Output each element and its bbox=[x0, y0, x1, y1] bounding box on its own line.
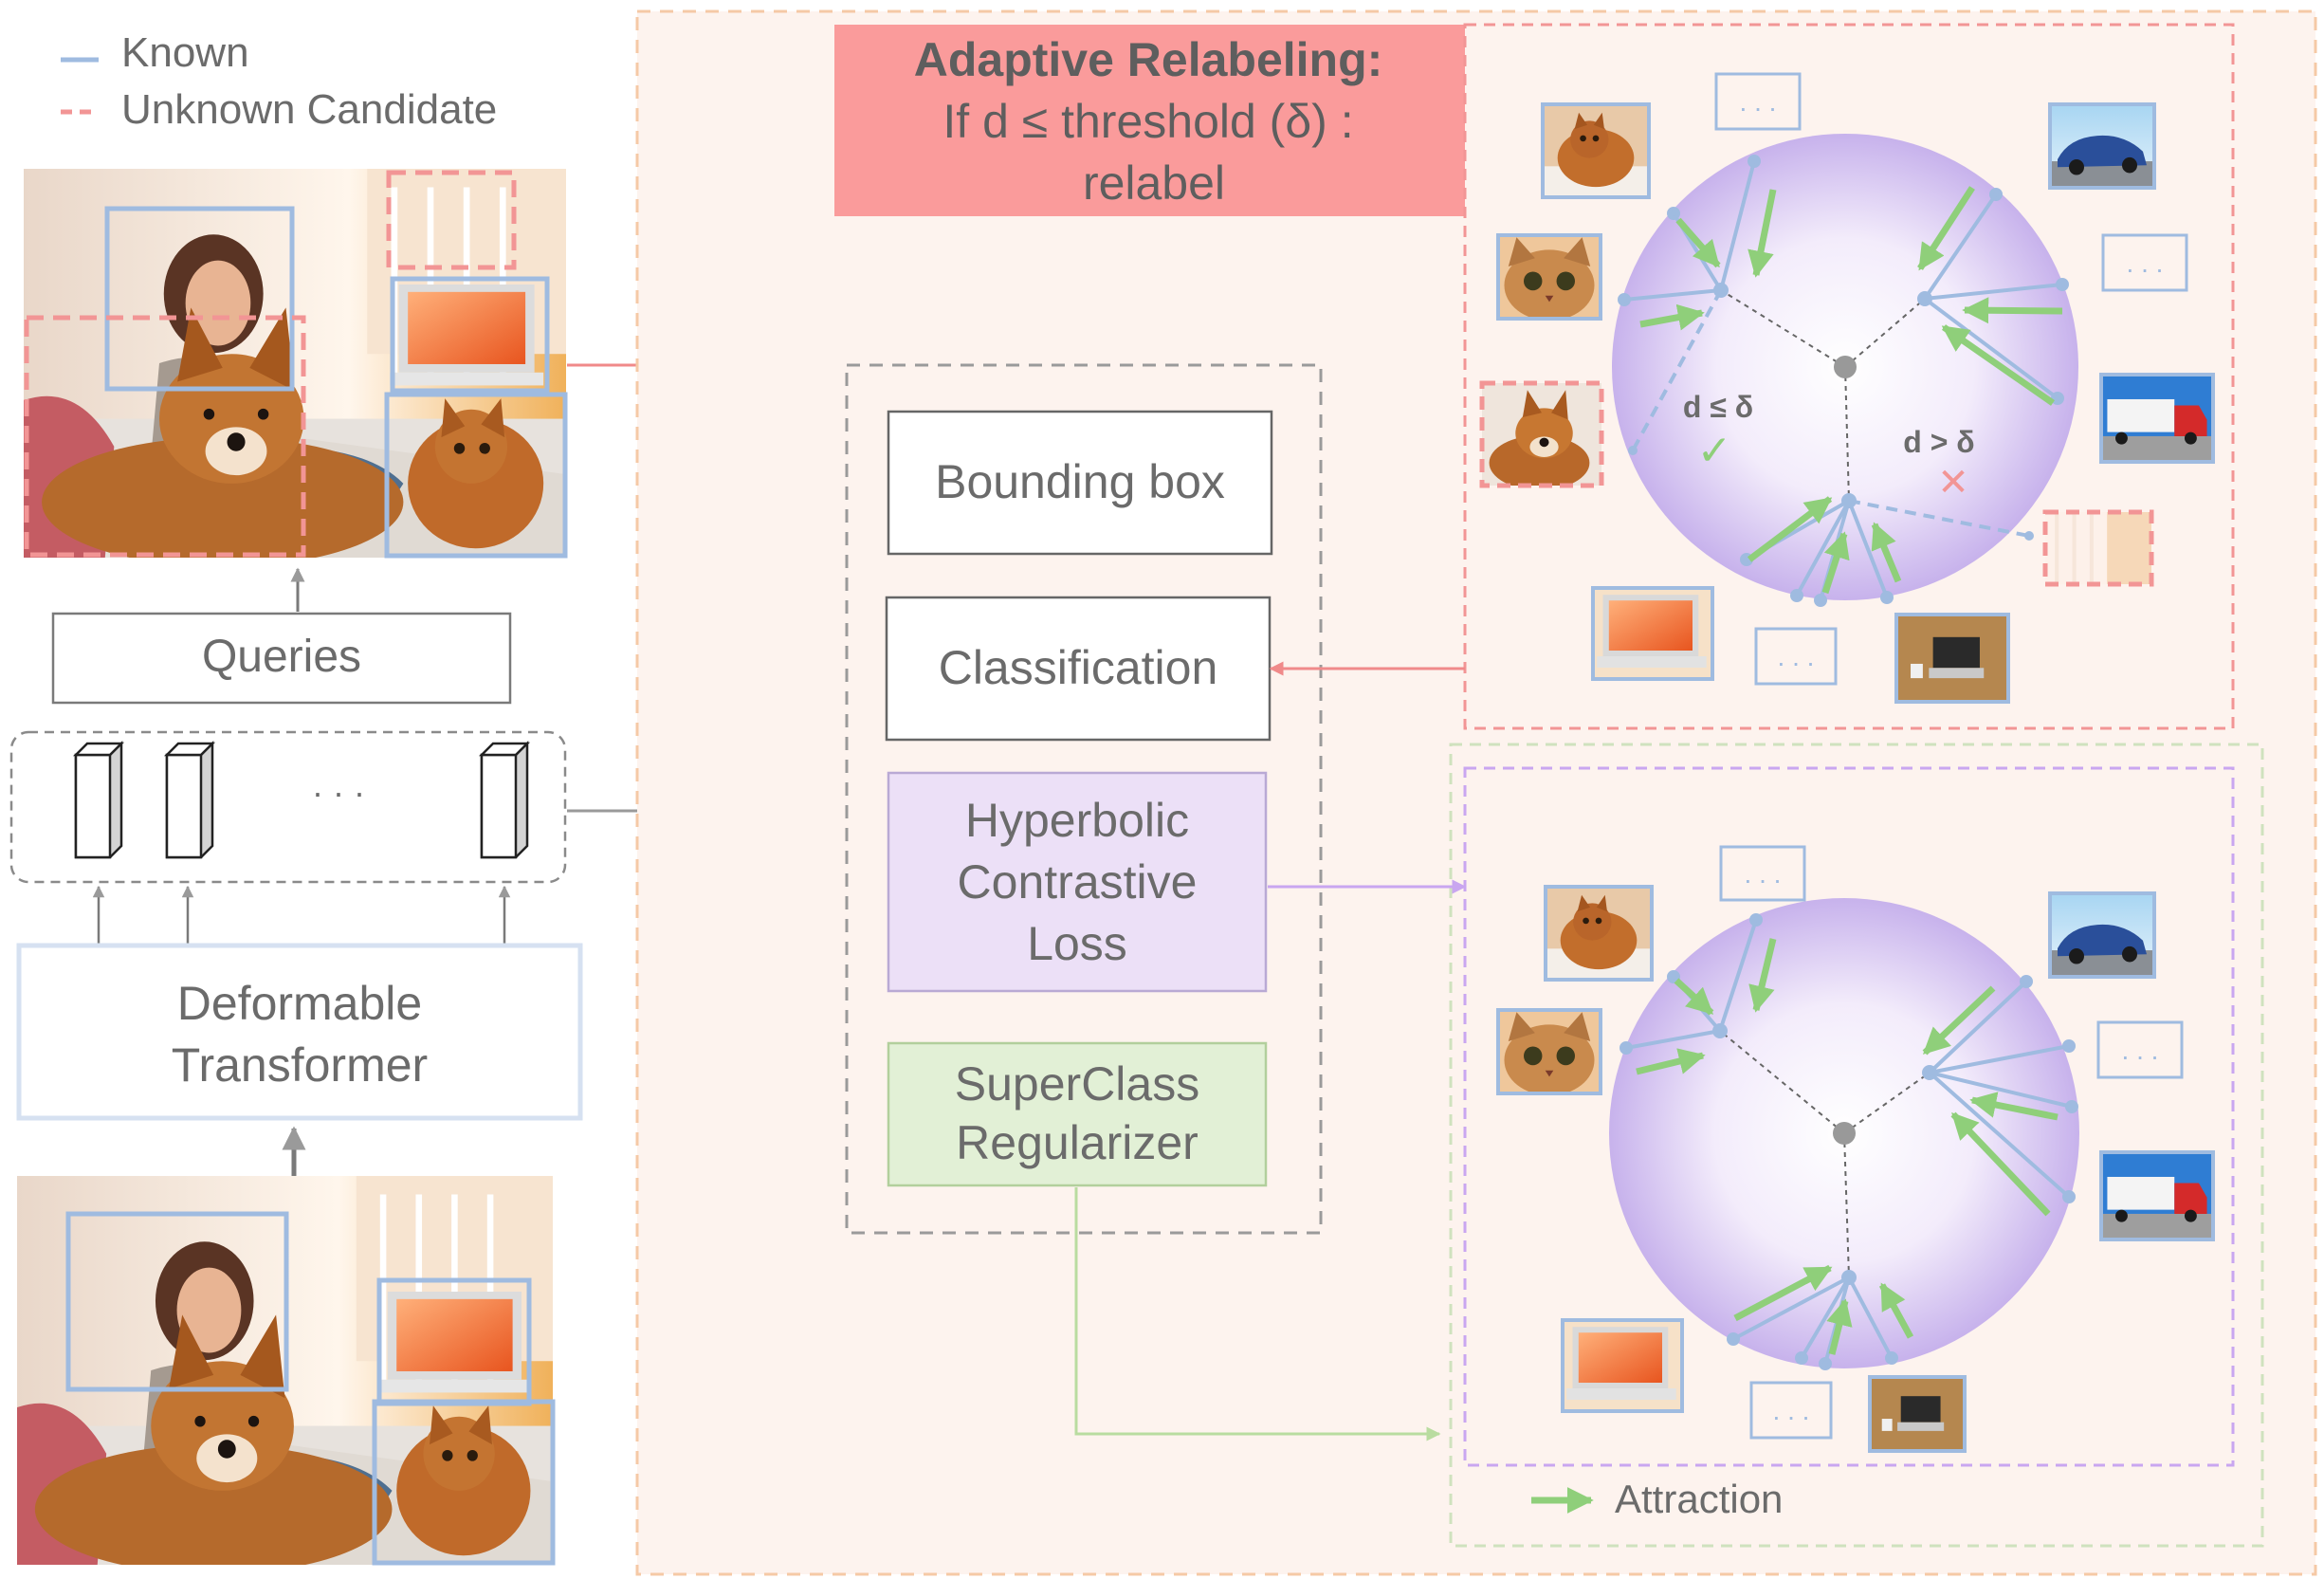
unknown-box-crib bbox=[386, 170, 517, 270]
hyperbolic-label-2: Contrastive bbox=[958, 855, 1198, 909]
relabel-action: relabel bbox=[1083, 156, 1225, 210]
deformable-label-1: Deformable bbox=[177, 977, 422, 1030]
deformable-label-2: Transformer bbox=[172, 1038, 428, 1092]
lower-thumbnails: . . . . . . . . . bbox=[1496, 845, 2215, 1453]
relabel-condition: If d ≤ threshold (δ) : bbox=[942, 95, 1353, 148]
attraction-legend: Attraction bbox=[1531, 1477, 1783, 1521]
classification-head bbox=[885, 596, 1272, 742]
svg-text:. . .: . . . bbox=[2122, 1036, 2159, 1065]
unknown-box-dog bbox=[24, 315, 306, 558]
bbox-head bbox=[887, 410, 1273, 556]
superclass-regularizer-head bbox=[887, 1041, 1268, 1187]
predicted-scene-image bbox=[24, 169, 568, 559]
superclass-to-panel-arrow bbox=[1074, 1187, 1441, 1441]
known-box-cat bbox=[384, 392, 568, 559]
gt-box-cat bbox=[372, 1399, 556, 1566]
placeholder-lower-1: . . . bbox=[1719, 845, 1806, 902]
accept-check-icon: ✓ bbox=[1697, 427, 1732, 475]
superclass-label-2: Regularizer bbox=[956, 1116, 1199, 1169]
known-legend-label: Known bbox=[121, 29, 249, 76]
feature-tokens: · · · bbox=[9, 730, 567, 884]
svg-text:. . .: . . . bbox=[1745, 859, 1782, 889]
token-1 bbox=[72, 740, 125, 859]
gt-box-person bbox=[65, 1211, 289, 1392]
placeholder-upper-1: . . . bbox=[1714, 72, 1802, 131]
lower-poincare-disk bbox=[1609, 898, 2079, 1370]
token-n bbox=[478, 740, 531, 859]
thumb-crib-unknown bbox=[2042, 509, 2154, 587]
queries-box bbox=[51, 612, 512, 705]
d-le-delta-label: d ≤ δ bbox=[1683, 390, 1753, 424]
relabel-title: Adaptive Relabeling: bbox=[914, 33, 1383, 86]
token-ellipsis: · · · bbox=[312, 773, 365, 812]
input-scene-image bbox=[17, 1176, 556, 1566]
thumb-car-lower bbox=[2048, 891, 2156, 979]
token-2 bbox=[163, 740, 216, 859]
deformable-transformer-box bbox=[16, 943, 583, 1121]
placeholder-lower-2: . . . bbox=[2096, 1020, 2184, 1079]
upper-poincare-disk: d ≤ δ ✓ d > δ ✕ bbox=[1612, 134, 2078, 607]
reject-cross-icon: ✕ bbox=[1937, 461, 1969, 505]
thumb-car-upper bbox=[2048, 102, 2156, 190]
svg-text:. . .: . . . bbox=[1773, 1396, 1810, 1425]
hyperbolic-loss-head bbox=[887, 771, 1268, 993]
thumb-truck-upper bbox=[2099, 373, 2215, 464]
known-box-person bbox=[104, 206, 295, 392]
d-gt-delta-label: d > δ bbox=[1903, 425, 1974, 459]
thumb-truck-lower bbox=[2099, 1150, 2215, 1241]
thumb-cat-lower bbox=[1544, 885, 1654, 982]
superclass-label-1: SuperClass bbox=[955, 1057, 1199, 1111]
svg-text:. . .: . . . bbox=[1778, 642, 1815, 671]
thumb-laptop-upper bbox=[1591, 586, 1714, 681]
placeholder-upper-2: . . . bbox=[2101, 233, 2188, 292]
thumb-laptopdesk-upper bbox=[1894, 613, 2010, 704]
thumb-cat-upper bbox=[1541, 102, 1651, 199]
thumb-catface-lower bbox=[1496, 1008, 1602, 1095]
attraction-label: Attraction bbox=[1615, 1477, 1783, 1521]
thumb-dog-unknown bbox=[1479, 380, 1604, 488]
svg-text:. . .: . . . bbox=[1740, 87, 1777, 117]
hyperbolic-label-1: Hyperbolic bbox=[965, 794, 1189, 847]
classification-head-label: Classification bbox=[939, 641, 1218, 694]
unknown-legend-label: Unknown Candidate bbox=[121, 86, 497, 133]
svg-text:. . .: . . . bbox=[2127, 248, 2164, 278]
hyperbolic-label-3: Loss bbox=[1027, 917, 1127, 970]
adaptive-relabeling-box bbox=[834, 25, 1468, 216]
known-box-laptop bbox=[390, 276, 550, 394]
bbox-head-label: Bounding box bbox=[935, 455, 1225, 508]
queries-label: Queries bbox=[202, 632, 361, 682]
placeholder-lower-3: . . . bbox=[1749, 1381, 1833, 1440]
upper-thumbnails: . . . . . . . . . bbox=[1479, 72, 2215, 704]
heads-group bbox=[845, 363, 1323, 1235]
thumb-catface-upper bbox=[1496, 233, 1602, 321]
placeholder-upper-3: . . . bbox=[1754, 627, 1838, 686]
thumb-laptopdesk-lower bbox=[1868, 1375, 1967, 1453]
legend: Known Unknown Candidate bbox=[61, 29, 497, 133]
thumb-laptop-lower bbox=[1561, 1318, 1684, 1413]
